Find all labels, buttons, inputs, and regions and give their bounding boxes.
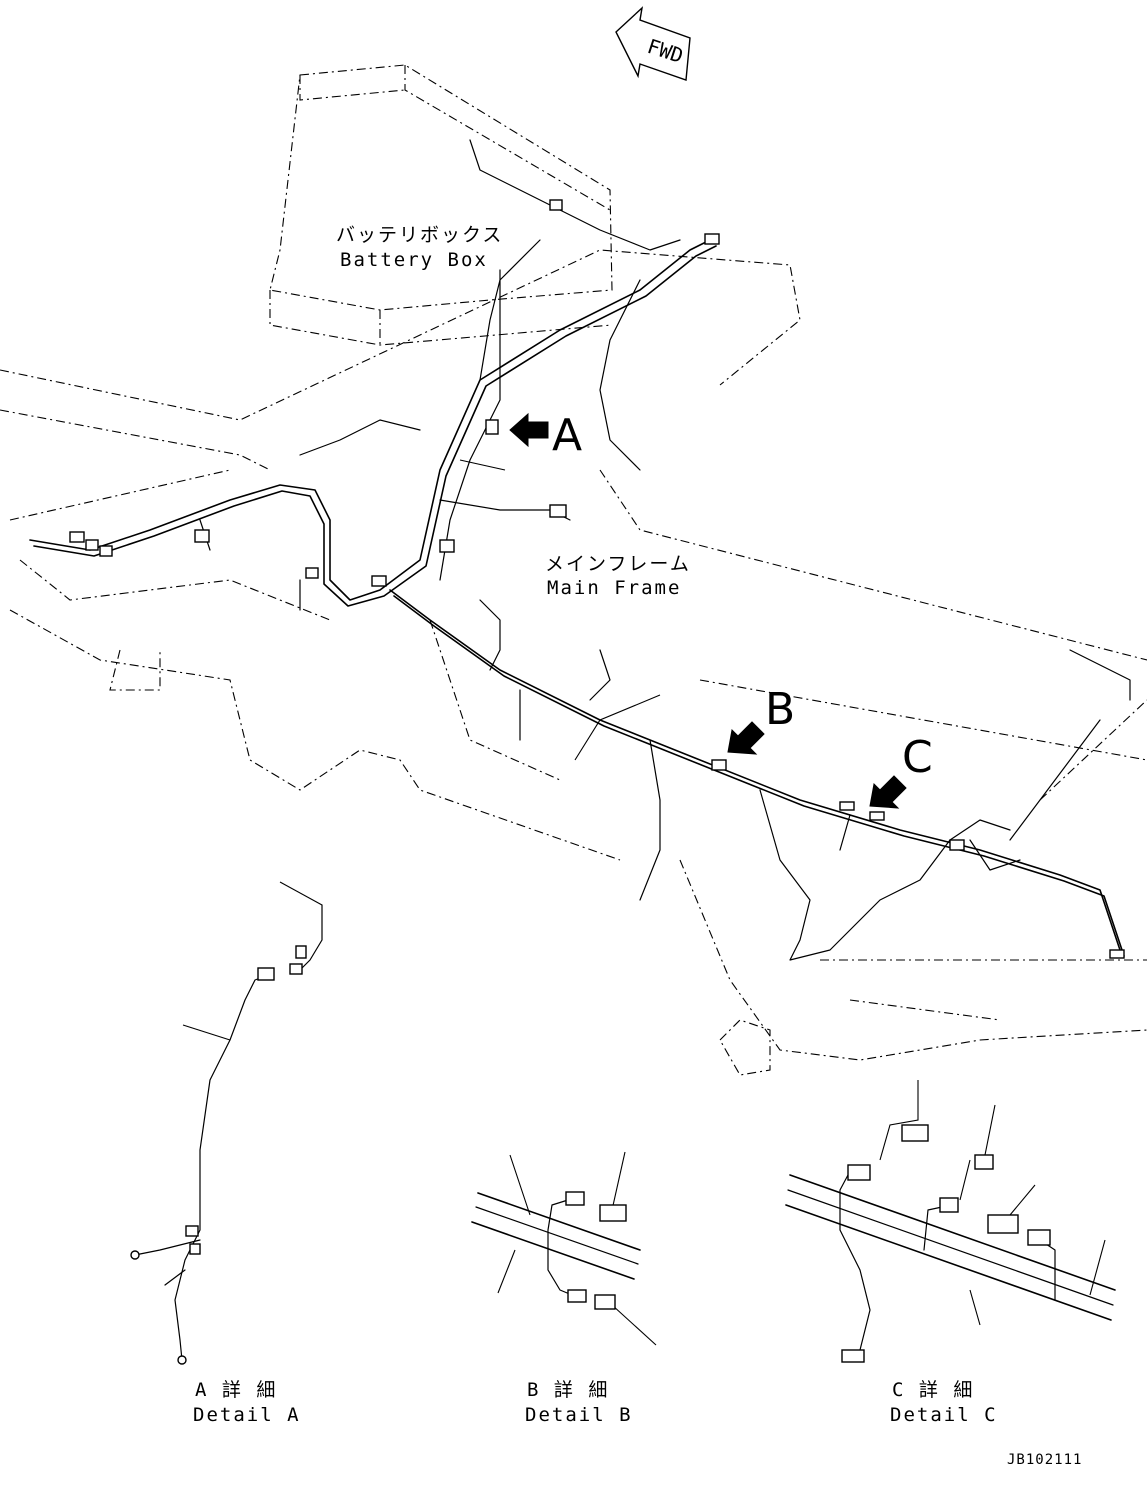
callout-b-arrow-icon [727,721,765,755]
main-frame-label-jp: メインフレーム [545,553,691,575]
main-harness [29,139,1131,961]
callout-b-letter: B [765,684,795,735]
detail-a-label-en: Detail A [193,1404,301,1426]
callout-c-letter: C [902,732,933,783]
callout-c-arrow-icon [869,775,907,809]
main-frame-label-en: Main Frame [547,577,681,599]
callout-b: B [727,684,795,755]
main-frame-outline [0,249,1147,1076]
fwd-marker: FWD [615,6,691,81]
label-leaders [459,459,661,761]
detail-c-drawing [785,1080,1116,1363]
battery-box-outline [269,64,613,346]
callout-a-arrow-icon [509,412,549,448]
fwd-arrow-icon [615,6,691,81]
detail-a-label-jp: A 詳 細 [195,1379,277,1401]
detail-c-label-en: Detail C [890,1404,998,1426]
drawing-code: JB102111 [1007,1452,1082,1468]
detail-c-label-jp: C 詳 細 [892,1379,974,1401]
detail-a-drawing [130,881,323,1365]
detail-b-label-en: Detail B [525,1404,633,1426]
battery-box-label-en: Battery Box [340,249,488,271]
detail-b-label-jp: B 詳 細 [527,1379,609,1401]
battery-box-label-jp: バッテリボックス [336,224,503,246]
harness-connectors [69,199,1125,959]
callout-a: A [509,410,582,461]
callout-a-letter: A [552,410,582,461]
callout-c: C [869,732,933,809]
detail-b-drawing [471,1151,657,1346]
